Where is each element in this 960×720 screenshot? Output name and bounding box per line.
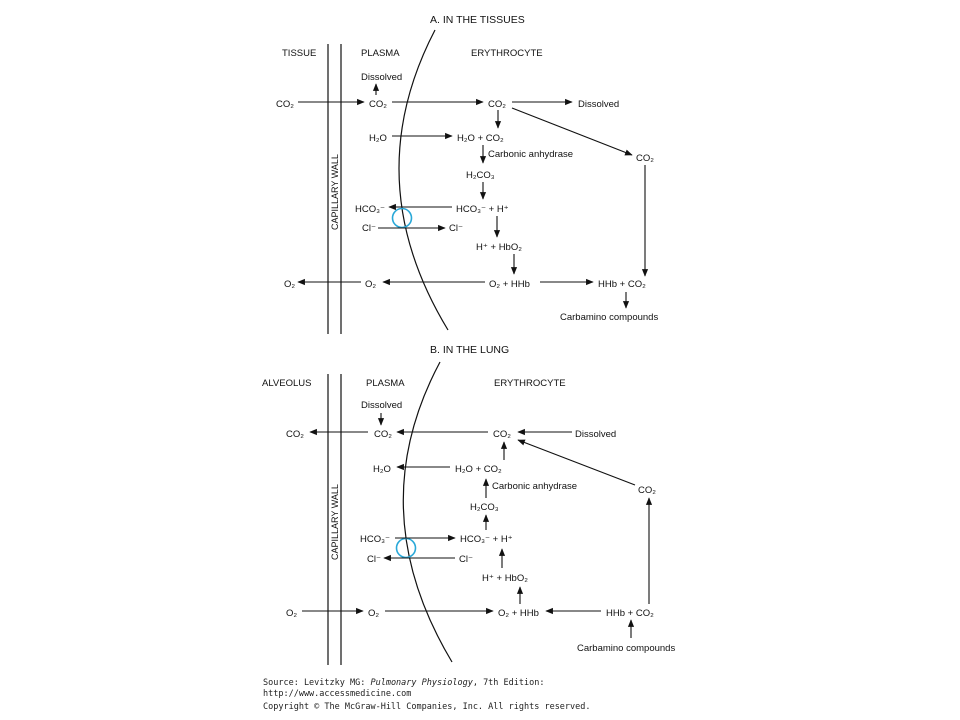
node-ery-co2: CO₂ — [493, 429, 511, 440]
node-plasma-co2: CO₂ — [374, 429, 392, 440]
col-header-erythrocyte: ERYTHROCYTE — [494, 378, 566, 389]
panel-tissues: A. IN THE TISSUES TISSUE PLASMA ERYTHROC… — [276, 14, 658, 334]
col-header-erythrocyte: ERYTHROCYTE — [471, 48, 543, 59]
node-ery-dissolved: Dissolved — [575, 429, 616, 440]
node-ery-co2: CO₂ — [488, 99, 506, 110]
capillary-wall-label: CAPILLARY WALL — [330, 154, 340, 230]
node-ery-hco3-h: HCO₃⁻ + H⁺ — [456, 204, 509, 215]
node-h-hbo2: H⁺ + HbO₂ — [482, 573, 528, 584]
col-header-left: ALVEOLUS — [262, 378, 311, 389]
node-left-co2: CO₂ — [286, 429, 304, 440]
node-left-o2: O₂ — [284, 279, 295, 290]
node-ery-dissolved: Dissolved — [578, 99, 619, 110]
node-plasma-dissolved: Dissolved — [361, 400, 402, 411]
arrow-ery-co2-to-side-co2 — [511, 107, 633, 156]
node-left-o2: O₂ — [286, 608, 297, 619]
node-plasma-o2: O₂ — [365, 279, 376, 290]
capillary-wall-label: CAPILLARY WALL — [330, 484, 340, 560]
source-prefix: Source: Levitzky MG: — [263, 678, 371, 688]
node-h-hbo2: H⁺ + HbO₂ — [476, 242, 522, 253]
node-plasma-h2o: H₂O — [369, 133, 387, 144]
panel-lung: B. IN THE LUNG ALVEOLUS PLASMA ERYTHROCY… — [262, 344, 675, 665]
node-hhb-co2: HHb + CO₂ — [606, 608, 654, 619]
source-book-title: Pulmonary Physiology — [370, 678, 473, 688]
node-h2co3: H₂CO₃ — [466, 170, 495, 181]
node-carbamino: Carbamino compounds — [577, 643, 675, 654]
node-plasma-cl: Cl⁻ — [362, 223, 376, 234]
col-header-left: TISSUE — [282, 48, 316, 59]
node-o2-hhb: O₂ + HHb — [489, 279, 530, 290]
erythrocyte-membrane — [402, 361, 453, 663]
node-carbonic-anhydrase: Carbonic anhydrase — [492, 481, 577, 492]
copyright-notice: Copyright © The McGraw-Hill Companies, I… — [263, 702, 591, 712]
node-plasma-o2: O₂ — [368, 608, 379, 619]
col-header-plasma: PLASMA — [361, 48, 400, 59]
erythrocyte-membrane — [398, 29, 449, 331]
node-side-co2: CO₂ — [636, 153, 654, 164]
node-hhb-co2: HHb + CO₂ — [598, 279, 646, 290]
node-h2co3: H₂CO₃ — [470, 502, 499, 513]
panel-title: B. IN THE LUNG — [430, 344, 509, 356]
node-ery-hco3-h: HCO₃⁻ + H⁺ — [460, 534, 513, 545]
node-ery-cl: Cl⁻ — [459, 554, 473, 565]
node-carbonic-anhydrase: Carbonic anhydrase — [488, 149, 573, 160]
source-citation: Source: Levitzky MG: Pulmonary Physiolog… — [263, 678, 544, 688]
node-plasma-hco3: HCO₃⁻ — [360, 534, 390, 545]
source-url[interactable]: http://www.accessmedicine.com — [263, 689, 412, 699]
node-carbamino: Carbamino compounds — [560, 312, 658, 323]
col-header-plasma: PLASMA — [366, 378, 405, 389]
node-left-co2: CO₂ — [276, 99, 294, 110]
node-ery-h2o-co2: H₂O + CO₂ — [455, 464, 502, 475]
node-plasma-hco3: HCO₃⁻ — [355, 204, 385, 215]
node-plasma-h2o: H₂O — [373, 464, 391, 475]
node-plasma-cl: Cl⁻ — [367, 554, 381, 565]
node-ery-cl: Cl⁻ — [449, 223, 463, 234]
source-suffix: , 7th Edition: — [472, 678, 545, 688]
arrow-side-co2-to-ery-co2 — [517, 439, 636, 486]
node-o2-hhb: O₂ + HHb — [498, 608, 539, 619]
node-side-co2: CO₂ — [638, 485, 656, 496]
node-plasma-co2: CO₂ — [369, 99, 387, 110]
panel-title: A. IN THE TISSUES — [430, 14, 525, 26]
node-plasma-dissolved: Dissolved — [361, 72, 402, 83]
node-ery-h2o-co2: H₂O + CO₂ — [457, 133, 504, 144]
